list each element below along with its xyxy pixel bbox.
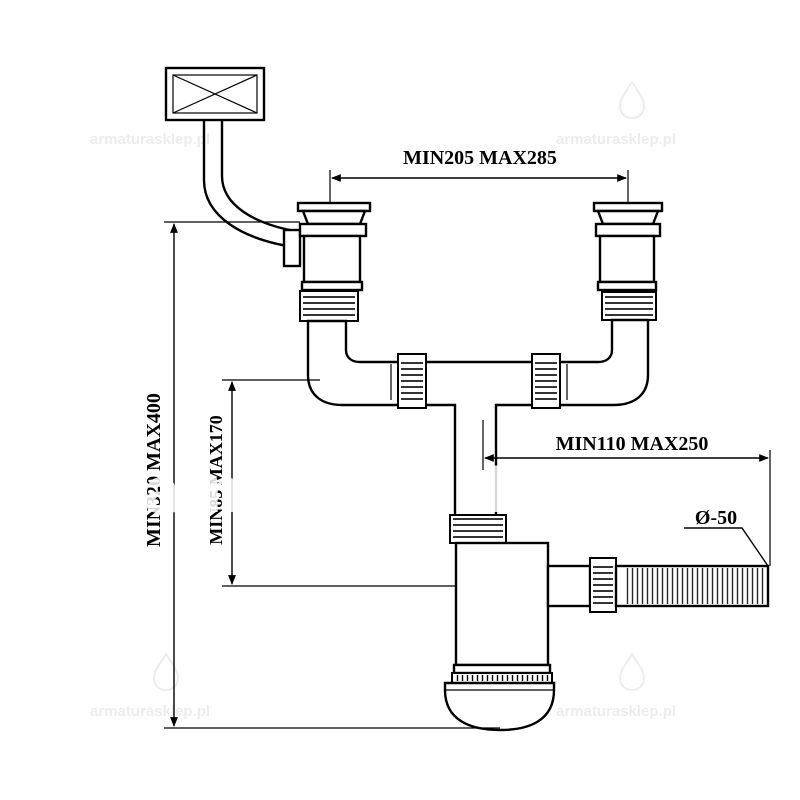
dimension-label-outlet-spacing: MIN205 MAX285 [403,147,557,169]
left-sink-strainer [296,201,372,322]
dimension-tee-height: MIN85 MAX170 [206,379,456,587]
outlet-pipe [546,557,770,613]
right-sink-strainer [592,201,664,321]
watermark-text-bottom-left: armaturasklep.pl [90,703,210,720]
bottle-trap [443,514,556,732]
dimension-label-outlet-diameter: Ø-50 [695,507,737,529]
watermark-text-bottom-right: armaturasklep.pl [556,703,676,720]
watermark-group: armaturasklep.pl armaturasklep.pl armatu… [90,80,676,720]
dimension-label-outlet-length: MIN110 MAX250 [556,433,709,455]
dimension-label-total-height: MIN320 MAX400 [143,393,165,547]
dimension-outlet-diameter: Ø-50 [684,507,769,567]
dimension-total-height: MIN320 MAX400 [143,221,500,729]
overflow-hose [202,120,302,268]
watermark-text-top-right: armaturasklep.pl [556,131,676,148]
dimension-label-tee-height: MIN85 MAX170 [206,415,226,544]
overflow-plate [164,66,266,122]
connecting-pipe [306,318,650,522]
dimension-outlet-spacing: MIN205 MAX285 [329,147,629,204]
watermark-text-top-left: armaturasklep.pl [90,131,210,148]
dimension-outlet-length: MIN110 MAX250 [482,420,771,566]
watermark-drop-icon [618,652,646,692]
watermark-text-center: armaturasklep.pl [144,454,656,526]
watermark-drop-icon [618,80,646,120]
